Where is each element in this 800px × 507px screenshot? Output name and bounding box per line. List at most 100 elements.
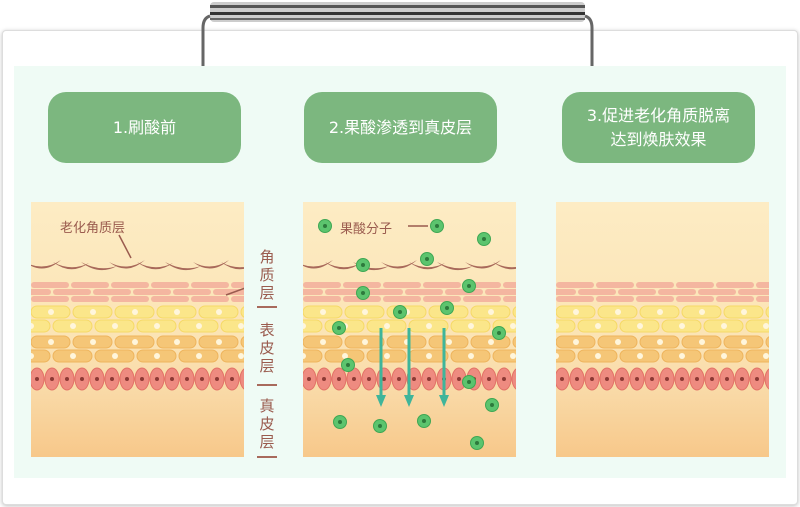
stratum-cell [596, 296, 634, 302]
epidermis-cell [240, 336, 244, 348]
cell-nucleus [362, 339, 368, 345]
dermis-label: 真皮层 [259, 397, 275, 451]
cell-nucleus [605, 377, 609, 381]
skin-before [31, 202, 244, 457]
aged-scale [325, 262, 361, 270]
cell-nucleus [31, 323, 34, 329]
cell-nucleus [763, 353, 769, 359]
stratum-cell [111, 282, 149, 288]
aged-scale [137, 262, 173, 270]
molecule-core [398, 310, 402, 314]
cell-nucleus [595, 323, 601, 329]
cell-nucleus [457, 377, 461, 381]
arrow-head [439, 395, 449, 407]
cell-nucleus [320, 309, 326, 315]
cell-nucleus [573, 339, 579, 345]
cell-nucleus [238, 323, 244, 329]
cell-nucleus [721, 323, 727, 329]
stratum-cell [303, 289, 323, 295]
stratum-cell [303, 296, 341, 302]
cell-nucleus [741, 309, 747, 315]
cell-nucleus [725, 377, 729, 381]
cell-nucleus [468, 353, 474, 359]
aged-scale [381, 260, 417, 269]
cell-nucleus [155, 377, 159, 381]
epidermis-cell [765, 336, 769, 348]
epidermis-cell [556, 349, 576, 363]
molecule-core [361, 291, 365, 295]
stratum-cell [111, 296, 149, 302]
cell-nucleus [216, 309, 222, 315]
stratum-cell [93, 289, 131, 295]
molecule-core [425, 257, 429, 261]
cell-nucleus [755, 377, 759, 381]
stratum-cell [383, 296, 421, 302]
cell-nucleus [502, 377, 506, 381]
step-3-label: 3.促进老化角质脱离达到焕肤效果 [562, 92, 755, 163]
stratum-cell [405, 289, 443, 295]
cell-nucleus [637, 353, 643, 359]
stratum-cell [503, 282, 516, 288]
stratum-cell [756, 296, 769, 302]
skin-acid-penetration [303, 202, 516, 457]
cell-nucleus [590, 377, 594, 381]
molecule-core [475, 441, 479, 445]
cell-nucleus [615, 309, 621, 315]
cell-nucleus [196, 353, 202, 359]
cell-nucleus [200, 377, 204, 381]
stratum-cell [618, 289, 656, 295]
stratum-cell [365, 289, 403, 295]
basal-cell [239, 368, 244, 390]
aged-scale [465, 260, 501, 269]
stratum-cell [556, 282, 594, 288]
cell-nucleus [174, 339, 180, 345]
cell-nucleus [342, 353, 348, 359]
aged-scale [193, 260, 229, 269]
cell-nucleus [154, 353, 160, 359]
stratum-cell [151, 296, 189, 302]
cell-nucleus [679, 353, 685, 359]
stratum-cell [636, 282, 674, 288]
stratum-cell [191, 282, 229, 288]
stratum-cell [738, 289, 769, 295]
stratum-cell [716, 296, 754, 302]
cell-nucleus [125, 377, 129, 381]
cell-nucleus [382, 377, 386, 381]
stratum-cell [658, 289, 696, 295]
molecule-core [435, 224, 439, 228]
epidermis-cell [303, 319, 323, 333]
stratum-cell [676, 296, 714, 302]
cell-nucleus [154, 323, 160, 329]
aged-scale [303, 260, 333, 269]
cell-nucleus [699, 339, 705, 345]
stratum-cell [578, 289, 616, 295]
cell-nucleus [637, 323, 643, 329]
cell-nucleus [695, 377, 699, 381]
molecule-core [378, 424, 382, 428]
cell-nucleus [397, 377, 401, 381]
stratum-cell [423, 296, 461, 302]
epidermis-cell [512, 336, 516, 348]
stratum-cell [31, 289, 51, 295]
stratum-cell [173, 289, 211, 295]
aged-scale [353, 262, 389, 271]
stratum-cell [71, 296, 109, 302]
cell-nucleus [132, 309, 138, 315]
cell-nucleus [468, 323, 474, 329]
cell-nucleus [50, 377, 54, 381]
stratum-cell [716, 282, 754, 288]
cell-nucleus [657, 339, 663, 345]
cell-nucleus [487, 377, 491, 381]
stratum-cell [31, 296, 69, 302]
stratum-cell [383, 282, 421, 288]
cell-nucleus [170, 377, 174, 381]
cell-nucleus [230, 377, 234, 381]
cell-nucleus [90, 339, 96, 345]
annotation-line [225, 287, 244, 296]
cell-nucleus [620, 377, 624, 381]
cell-nucleus [112, 353, 118, 359]
cell-nucleus [556, 353, 559, 359]
cell-nucleus [741, 339, 747, 345]
cell-nucleus [31, 353, 34, 359]
cell-nucleus [510, 353, 516, 359]
